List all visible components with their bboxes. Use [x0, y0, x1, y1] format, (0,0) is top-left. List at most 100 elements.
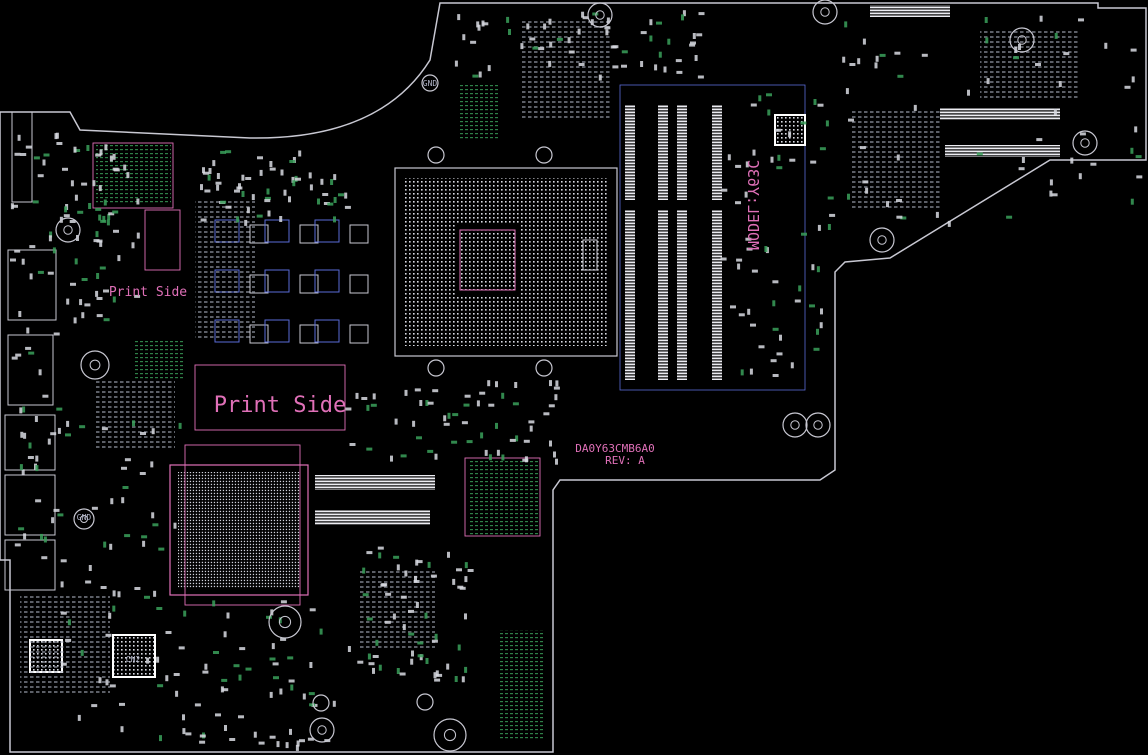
smd-pad [330, 179, 334, 185]
smd-pad [447, 551, 450, 558]
smd-pad [280, 637, 287, 641]
smd-pad [813, 347, 820, 351]
smd-pad [156, 656, 160, 663]
smd-pad [368, 662, 375, 666]
smd-pad [779, 334, 782, 341]
component-cluster-green [500, 630, 545, 740]
power-inductor [264, 319, 290, 343]
smd-pad [443, 415, 447, 422]
mounting-hole [421, 74, 439, 92]
smd-pad [100, 219, 107, 223]
smd-pad [269, 735, 276, 739]
smd-pad [35, 465, 39, 472]
smd-pad [1135, 155, 1142, 159]
component-cluster-green [470, 460, 540, 535]
smd-pad [424, 612, 428, 619]
smd-pad [40, 533, 43, 540]
smd-pad [222, 688, 229, 692]
smd-pad [384, 620, 391, 624]
smd-pad [156, 607, 163, 610]
smd-pad [110, 498, 114, 505]
smd-pad [487, 65, 491, 72]
smd-pad [151, 512, 155, 519]
smd-pad [417, 641, 424, 645]
smd-pad [582, 16, 589, 20]
smd-pad [817, 103, 824, 107]
smd-pad [385, 592, 392, 596]
smd-pad [813, 99, 817, 105]
smd-pad [194, 703, 201, 707]
smd-pad [204, 189, 211, 193]
smd-pad [1051, 193, 1058, 197]
smd-cluster [95, 380, 175, 450]
smd-pad [604, 26, 611, 30]
smd-pad [229, 738, 236, 741]
smd-pad [139, 472, 146, 475]
smd-pad [452, 413, 459, 417]
smd-pad [555, 380, 559, 387]
smd-pad [514, 382, 518, 388]
smd-pad [103, 541, 107, 548]
smd-pad [141, 535, 148, 539]
smd-pad [296, 740, 300, 747]
smd-pad [548, 404, 555, 408]
smd-pad [32, 200, 39, 204]
smd-pad [967, 89, 970, 96]
smd-pad [752, 149, 756, 156]
smd-pad [470, 40, 477, 44]
smd-pad [98, 214, 102, 221]
gnd-label-left: GND [77, 513, 92, 522]
smd-pad [73, 146, 77, 153]
smd-pad [112, 590, 116, 597]
smd-pad [199, 734, 206, 738]
smd-pad [158, 547, 165, 551]
connector-strip-3 [940, 108, 1060, 120]
smd-pad [26, 327, 30, 334]
smd-pad [1021, 157, 1025, 163]
smd-pad [770, 156, 774, 163]
smd-pad [1104, 42, 1108, 49]
smd-pad [178, 646, 185, 650]
smd-pad [278, 617, 282, 624]
smd-pad [520, 43, 524, 50]
smd-pad [79, 299, 83, 306]
smd-pad [862, 180, 869, 184]
smd-pad [698, 12, 705, 16]
smd-pad [14, 543, 21, 547]
smd-cluster [980, 30, 1080, 100]
smd-pad [238, 183, 241, 190]
smd-pad [23, 432, 27, 439]
smd-pad [18, 527, 25, 531]
silkscreen-outline [144, 209, 181, 271]
smd-pad [200, 184, 203, 191]
mounting-hole [309, 717, 335, 743]
smd-pad [430, 574, 437, 578]
smd-pad [10, 203, 14, 210]
smd-pad [257, 156, 263, 160]
smd-pad [809, 304, 815, 308]
mounting-hole [73, 508, 95, 530]
smd-pad [820, 308, 823, 315]
connector-strip-2 [315, 510, 430, 525]
smd-pad [273, 676, 279, 680]
smd-cluster [20, 595, 110, 695]
smd-pad [897, 74, 904, 78]
smd-pad [19, 464, 23, 471]
smd-pad [381, 583, 388, 587]
smd-pad [464, 394, 471, 398]
power-inductor [314, 269, 340, 293]
smd-pad [119, 702, 125, 706]
smd-pad [52, 247, 56, 254]
smd-pad [207, 174, 211, 181]
smd-pad [62, 167, 68, 171]
smd-pad [80, 649, 84, 656]
smd-pad [415, 559, 419, 566]
smd-pad [338, 193, 344, 197]
chip-mark-label: CN2 [126, 655, 141, 664]
smd-pad [271, 643, 275, 650]
smd-pad [103, 289, 109, 293]
smd-pad [512, 402, 519, 406]
smd-pad [322, 193, 329, 196]
smd-pad [605, 29, 609, 36]
dimm-slot-top-2 [658, 105, 668, 200]
